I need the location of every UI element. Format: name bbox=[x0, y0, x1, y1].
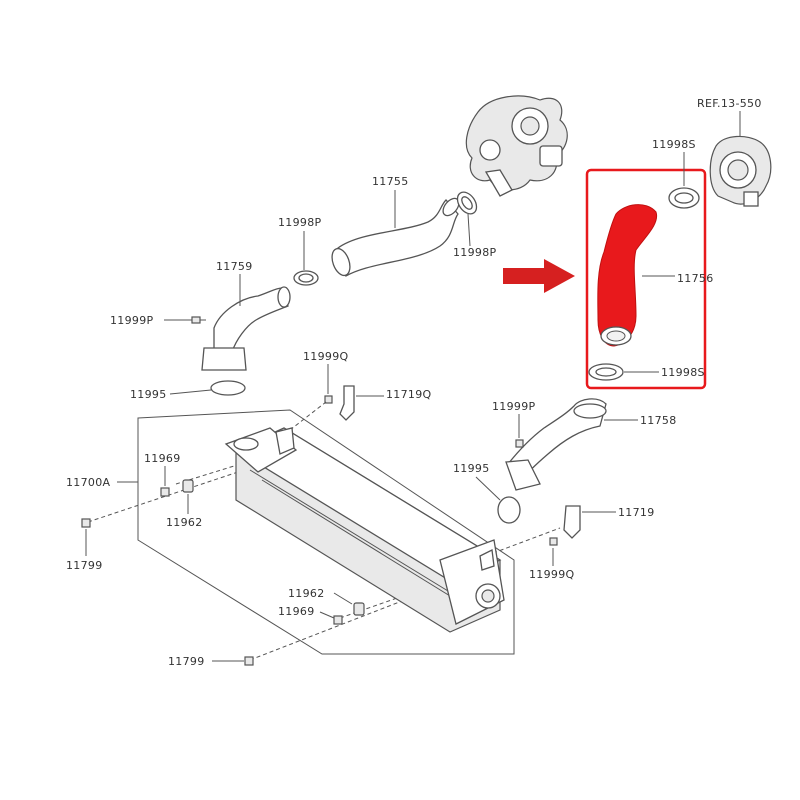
gasket-11995-left bbox=[210, 380, 246, 396]
part-label-11962-a: 11962 bbox=[166, 516, 203, 529]
hose-11756-highlighted bbox=[597, 204, 658, 347]
hose-11758 bbox=[505, 398, 607, 491]
bolt-11799-lower bbox=[244, 656, 254, 666]
assembly-frame bbox=[137, 409, 515, 655]
bracket-11719 bbox=[563, 505, 581, 539]
clamp-11998p-left bbox=[293, 270, 319, 286]
part-label-11998s-b: 11998S bbox=[661, 366, 705, 379]
part-label-11799-b: 11799 bbox=[168, 655, 205, 668]
part-label-11755: 11755 bbox=[372, 175, 409, 188]
nut-11969-lower bbox=[333, 615, 343, 625]
intercooler-core bbox=[224, 427, 505, 633]
part-label-11999q-b: 11999Q bbox=[529, 568, 574, 581]
part-label-11999p-b: 11999P bbox=[492, 400, 535, 413]
part-label-11998p-a: 11998P bbox=[278, 216, 321, 229]
part-label-11999p-a: 11999P bbox=[110, 314, 153, 327]
throttle-body bbox=[709, 135, 772, 207]
gasket-11995-right bbox=[497, 496, 521, 524]
part-label-11995-a: 11995 bbox=[130, 388, 167, 401]
hose-11759 bbox=[201, 286, 291, 371]
bolt-11999q-lower bbox=[549, 537, 558, 546]
ref-label: REF.13-550 bbox=[697, 97, 762, 110]
hose-11755 bbox=[331, 197, 460, 277]
part-label-11995-b: 11995 bbox=[453, 462, 490, 475]
bolt-11999p-right bbox=[515, 439, 524, 448]
bolt-11799-upper bbox=[81, 518, 91, 528]
part-label-11962-b: 11962 bbox=[288, 587, 325, 600]
turbocharger bbox=[465, 95, 568, 197]
bracket-11719q bbox=[339, 385, 355, 421]
grommet-11962-lower bbox=[353, 602, 365, 616]
bolt-11999p-left bbox=[191, 316, 206, 324]
part-label-11719q: 11719Q bbox=[386, 388, 431, 401]
part-label-11998s: 11998S bbox=[652, 138, 696, 151]
part-label-11999q-a: 11999Q bbox=[303, 350, 348, 363]
part-label-11700a: 11700A bbox=[66, 476, 110, 489]
clamp-11998s-upper bbox=[668, 187, 700, 209]
bolt-11999q-upper bbox=[324, 395, 333, 404]
pointer-arrow bbox=[503, 259, 575, 293]
clamp-11998s-lower bbox=[588, 363, 624, 381]
grommet-11962-upper bbox=[182, 479, 194, 493]
highlight-box bbox=[585, 168, 707, 390]
clamp-11998p-upper bbox=[456, 191, 478, 215]
part-label-11998p-b: 11998P bbox=[453, 246, 496, 259]
part-label-11969-b: 11969 bbox=[278, 605, 315, 618]
part-label-11756: 11756 bbox=[677, 272, 714, 285]
part-label-11759: 11759 bbox=[216, 260, 253, 273]
nut-11969-upper bbox=[160, 487, 170, 497]
part-label-11799-a: 11799 bbox=[66, 559, 103, 572]
part-label-11969-a: 11969 bbox=[144, 452, 181, 465]
part-label-11719: 11719 bbox=[618, 506, 655, 519]
part-label-11758: 11758 bbox=[640, 414, 677, 427]
